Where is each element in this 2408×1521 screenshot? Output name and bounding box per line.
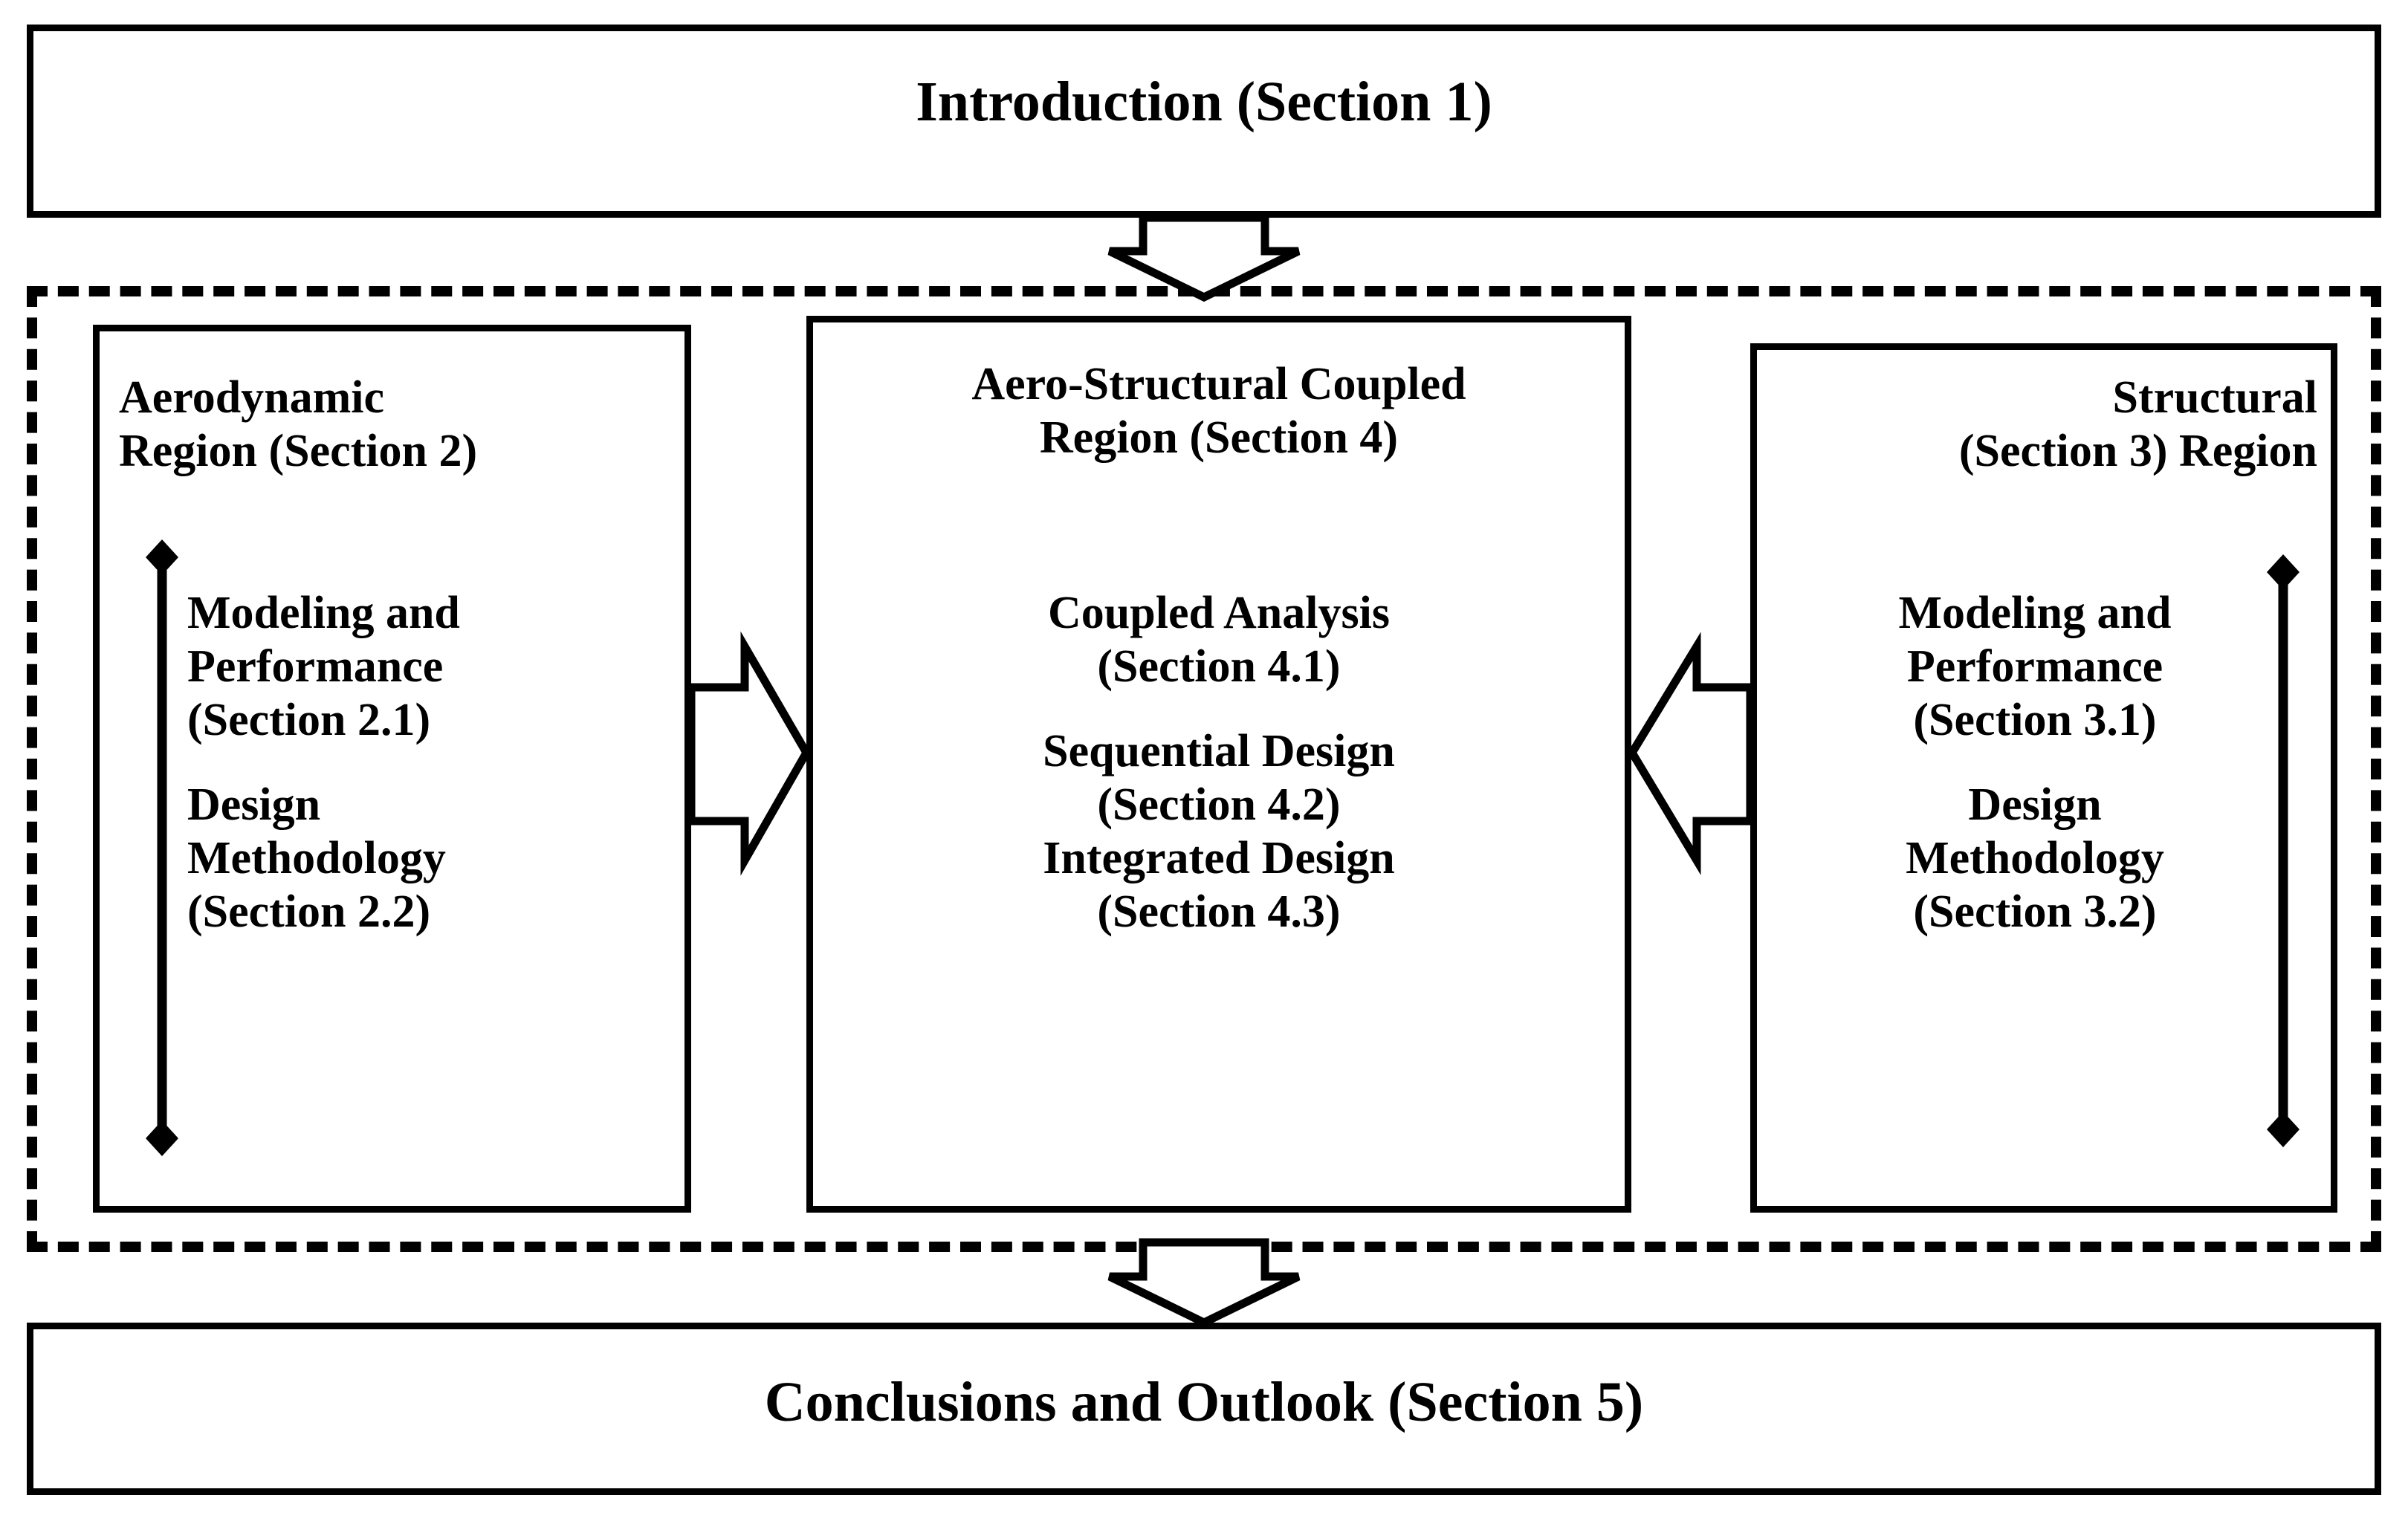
aero-structural-coupled-region-box xyxy=(806,316,1631,1213)
struct-item2-line3: (Section 3.2) xyxy=(1913,886,2157,937)
aerodynamic-region-title-line1: Aerodynamic xyxy=(119,372,385,423)
aero-item2-line3: (Section 2.2) xyxy=(187,886,431,937)
aero-item2-line2: Methodology xyxy=(187,832,446,883)
structural-region-items: Modeling and Performance (Section 3.1) D… xyxy=(1775,587,2295,938)
aero-item1-line1: Modeling and xyxy=(187,588,460,638)
coupled-region-title-line2: Region (Section 4) xyxy=(1039,412,1399,463)
conclusions-label: Conclusions and Outlook (Section 5) xyxy=(764,1371,1644,1433)
aero-item1-line3: (Section 2.1) xyxy=(187,694,431,745)
struct-item1-line2: Performance xyxy=(1906,640,2163,692)
coupled-item3-line1: Integrated Design xyxy=(1043,832,1395,883)
coupled-item1-line2: (Section 4.1) xyxy=(1097,640,1341,692)
structural-vertical-double-arrow-icon xyxy=(2267,554,2299,1147)
region-to-conclusions-arrow-icon xyxy=(1107,1238,1301,1328)
structural-region-box xyxy=(1750,343,2337,1213)
aero-vertical-double-arrow-icon xyxy=(146,539,178,1156)
aero-to-coupled-arrow-icon xyxy=(687,631,812,876)
coupled-region-title-line1: Aero-Structural Coupled xyxy=(971,359,1466,409)
intro-to-region-arrow-icon xyxy=(1107,213,1301,302)
introduction-label: Introduction (Section 1) xyxy=(916,71,1492,133)
structural-region-title-line2: (Section 3) Region xyxy=(1958,425,2317,476)
coupled-item1-line1: Coupled Analysis xyxy=(1047,588,1390,638)
aerodynamic-region-items: Modeling and Performance (Section 2.1) D… xyxy=(187,587,678,938)
coupled-region-title: Aero-Structural Coupled Region (Section … xyxy=(825,358,1613,465)
coupled-region-items: Coupled Analysis (Section 4.1) Sequentia… xyxy=(825,587,1613,938)
struct-item2-line1: Design xyxy=(1968,779,2102,830)
aerodynamic-region-title: Aerodynamic Region (Section 2) xyxy=(119,372,669,479)
structural-region-title: Structural (Section 3) Region xyxy=(1775,372,2317,479)
struct-item1-line3: (Section 3.1) xyxy=(1913,694,2157,745)
struct-item1-line1: Modeling and xyxy=(1898,588,2172,638)
coupled-item3-line2: (Section 4.3) xyxy=(1097,886,1341,937)
struct-item2-line2: Methodology xyxy=(1906,832,2164,883)
structural-to-coupled-arrow-icon xyxy=(1627,632,1755,875)
coupled-regions-dashed-container xyxy=(27,286,2381,1252)
coupled-item2-line2: (Section 4.2) xyxy=(1097,779,1341,830)
coupled-item2-line1: Sequential Design xyxy=(1043,725,1395,776)
structural-region-title-line1: Structural xyxy=(2112,372,2317,423)
aero-item1-line2: Performance xyxy=(187,640,444,692)
aerodynamic-region-title-line2: Region (Section 2) xyxy=(119,425,478,476)
aero-item2-line1: Design xyxy=(187,779,321,830)
